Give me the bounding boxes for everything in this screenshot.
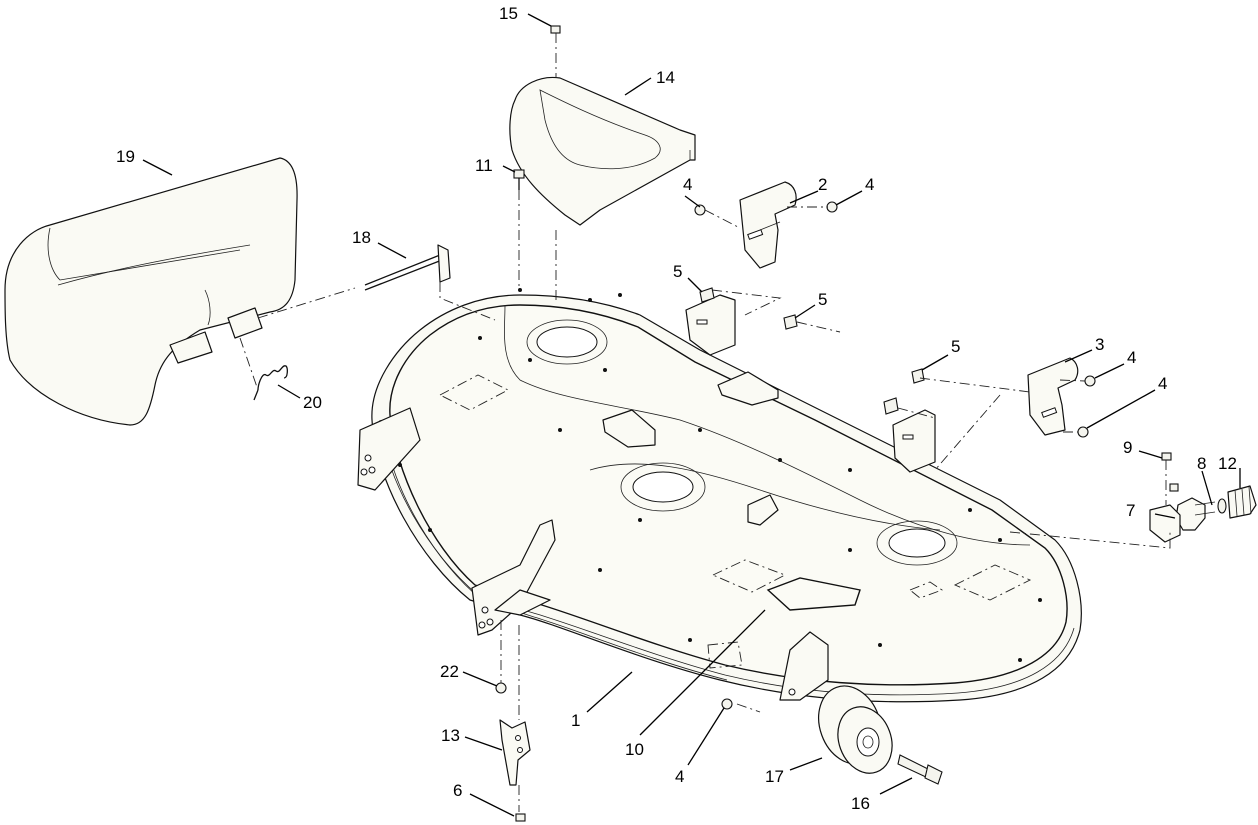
callout-4-d: 4 [1158,374,1167,393]
wash-port-assembly [1149,485,1257,543]
callout-1: 1 [571,711,580,730]
callout-10: 10 [625,740,644,759]
assembly-lines [239,33,1171,812]
leader-lines [142,13,1241,817]
callout-4-e: 4 [675,767,684,786]
hardware [495,25,1179,822]
callout-2: 2 [818,175,827,194]
hinge-rod [364,244,451,291]
torsion-spring [253,365,288,401]
callout-17: 17 [765,767,784,786]
callout-14: 14 [656,68,675,87]
bracket-2 [739,181,797,269]
callout-4-a: 4 [683,175,692,194]
mower-deck [357,288,1082,703]
callout-9: 9 [1123,438,1132,457]
callout-4-b: 4 [865,175,874,194]
callout-5-b: 5 [818,290,827,309]
callout-11: 11 [475,156,493,175]
mount-plate-right [892,409,936,473]
callout-3: 3 [1095,335,1104,354]
callout-7: 7 [1126,501,1135,520]
wheel-bolt [897,754,943,785]
callout-5-c: 5 [951,337,960,356]
callout-8: 8 [1197,454,1206,473]
gauge-wheel [818,685,893,774]
bracket-3 [1027,357,1079,436]
callout-15: 15 [499,4,518,23]
callout-12: 12 [1218,454,1237,473]
callout-4-c: 4 [1127,348,1136,367]
mount-plate-left [685,294,736,356]
callout-16: 16 [851,794,870,813]
axle-bracket [499,719,531,786]
callout-6: 6 [453,781,462,800]
callout-5-a: 5 [673,262,682,281]
callout-22: 22 [440,662,459,681]
callout-20: 20 [303,393,322,412]
callout-13: 13 [441,726,460,745]
callout-18: 18 [352,228,371,247]
callout-19: 19 [116,147,135,166]
discharge-chute [4,157,298,426]
callout-labels: 15 14 19 11 4 2 4 18 5 5 20 5 3 4 4 9 8 … [116,4,1237,813]
deck-cover [509,76,696,226]
